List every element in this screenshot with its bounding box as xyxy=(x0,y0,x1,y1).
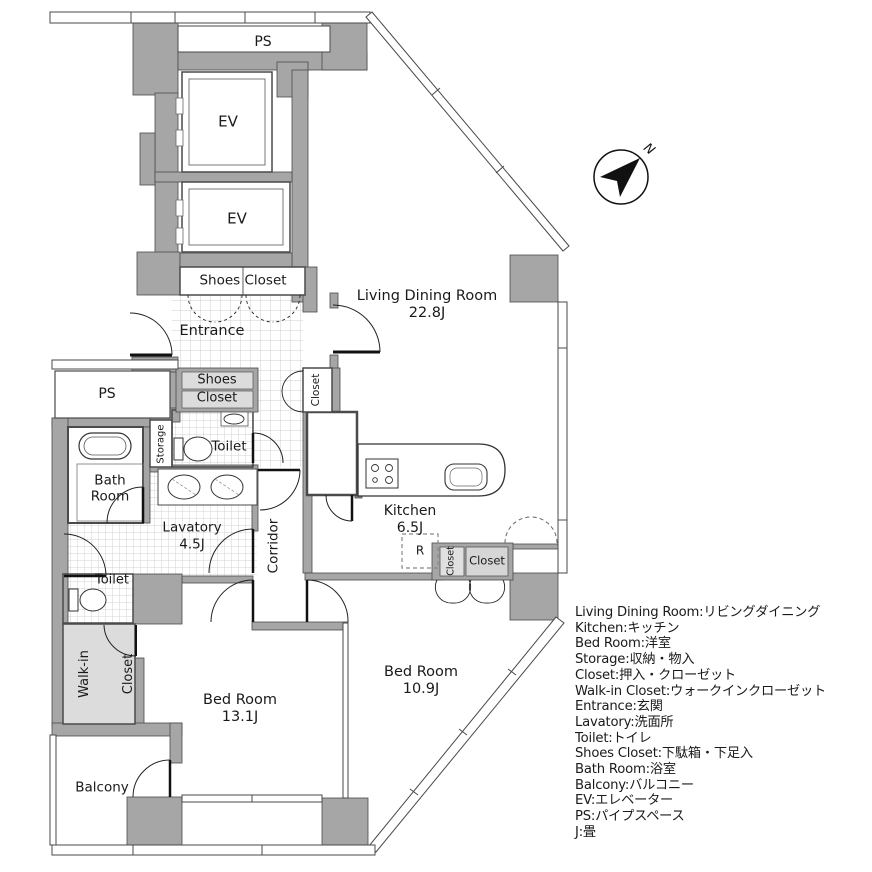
lavatory-door xyxy=(208,528,255,574)
label-refrigerator: R xyxy=(415,543,425,558)
walkin-closet-room xyxy=(62,623,136,725)
doors xyxy=(63,294,558,798)
label-ev-upper: EV xyxy=(218,112,238,131)
label-entrance-closet: Closet xyxy=(310,373,323,407)
top-rail xyxy=(49,11,371,24)
stove-icon xyxy=(365,458,399,489)
upper-diagonal-window xyxy=(365,11,570,252)
label-bed-main: Bed Room xyxy=(203,691,277,708)
label-toilet-upper: Toilet xyxy=(211,438,247,455)
bedroom-main-door xyxy=(210,579,255,623)
walkin-closet-door xyxy=(103,624,137,657)
compass xyxy=(593,149,649,205)
label-corridor: Corridor xyxy=(265,518,282,574)
toilet-upper-door xyxy=(251,432,284,464)
legend-item: Balcony:バルコニー xyxy=(575,777,694,793)
pantry-door xyxy=(325,494,354,522)
label-bath-2: Room xyxy=(90,488,130,505)
legend-item: Walk-in Closet:ウォークインクローゼット xyxy=(575,683,826,699)
kitchen-sink xyxy=(444,463,488,491)
kitchen-counter xyxy=(357,443,506,497)
rooms xyxy=(54,25,509,725)
walkin-line2: Closet xyxy=(120,653,136,695)
shoes-closet-upper-doors xyxy=(187,294,301,323)
label-ps-left: PS xyxy=(98,386,116,403)
toilet-upper-fixture xyxy=(173,411,249,462)
legend-item: EV:エレベーター xyxy=(575,793,674,809)
label-ev-lower: EV xyxy=(227,209,247,228)
legend-item: Bed Room:洋室 xyxy=(575,636,671,652)
bath-room xyxy=(67,426,144,524)
bedroom-partition-wall xyxy=(342,622,349,799)
legend-item: Storage:収納・物入 xyxy=(575,652,695,668)
toilet-lower-fixture xyxy=(68,588,107,612)
ps-top-room xyxy=(177,25,331,53)
kitchen-closets xyxy=(439,546,509,577)
label-ps-top: PS xyxy=(254,34,272,51)
legend-item: Living Dining Room:リビングダイニング xyxy=(575,605,821,620)
corridor-door xyxy=(258,468,301,511)
label-kitchen-closet-small: Closet xyxy=(445,546,457,576)
label-bed-second-size: 10.9J xyxy=(402,680,440,697)
ev-lower-shaft xyxy=(175,181,291,253)
legend-item: Shoes Closet:下駄箱・下足入 xyxy=(575,746,753,762)
label-living-dining: Living Dining Room xyxy=(356,287,498,304)
bedroom-second-door xyxy=(305,579,349,623)
legend-item: Kitchen:キッチン xyxy=(575,620,680,636)
west-wall-double-line xyxy=(51,359,179,370)
pantry-room xyxy=(305,410,359,497)
shoes-closet-upper-room xyxy=(179,266,306,296)
kitchen-closet-doors xyxy=(434,579,506,604)
label-kitchen-closet: Closet xyxy=(469,553,505,568)
toilet-lower-door xyxy=(63,533,107,578)
label-lavatory: Lavatory xyxy=(162,519,222,536)
ps-left-room xyxy=(54,370,171,419)
label-shoes-closet-lower-1: Shoes xyxy=(197,372,237,388)
legend: Living Dining Room:リビングダイニング Kitchen:キッチ… xyxy=(575,605,870,841)
entrance-closet-room xyxy=(302,367,333,413)
windows-rails xyxy=(49,11,570,856)
label-shoes-closet-upper: Shoes Closet xyxy=(199,272,287,289)
fixtures xyxy=(68,411,506,612)
shoes-closet-lower-room xyxy=(175,367,259,413)
entrance-closet-doors xyxy=(281,370,304,413)
living-dining-door xyxy=(332,304,381,354)
legend-item: Bath Room:浴室 xyxy=(575,762,676,778)
legend-item: Lavatory:洗面所 xyxy=(575,714,674,730)
label-bed-second: Bed Room xyxy=(384,663,458,680)
label-entrance: Entrance xyxy=(179,322,245,339)
legend-item: Toilet:トイレ xyxy=(575,730,652,746)
label-shoes-closet-lower-2: Closet xyxy=(196,390,238,406)
label-bed-main-size: 13.1J xyxy=(221,708,259,725)
bath-door xyxy=(106,486,145,524)
ev-upper-shaft xyxy=(175,71,273,173)
balcony-left-rail xyxy=(49,734,57,846)
label-bath-1: Bath xyxy=(94,472,126,489)
dashed-partition-doors xyxy=(504,516,558,544)
refrigerator-space xyxy=(401,533,439,569)
entry-door xyxy=(129,312,173,357)
label-walkin-closet: Walk-in Closet xyxy=(49,650,151,698)
compass-arrow xyxy=(600,158,640,197)
label-lavatory-size: 4.5J xyxy=(179,536,205,553)
walkin-line1: Walk-in xyxy=(77,650,93,698)
lavatory-counter xyxy=(157,468,258,506)
label-living-dining-size: 22.8J xyxy=(408,304,446,321)
label-kitchen-size: 6.5J xyxy=(396,520,424,537)
label-balcony: Balcony xyxy=(75,779,129,796)
label-storage: Storage xyxy=(155,424,167,464)
legend-item: J:畳 xyxy=(575,824,596,840)
bottom-rail xyxy=(51,844,376,856)
label-kitchen: Kitchen xyxy=(383,503,437,520)
legend-item: PS:パイプスペース xyxy=(575,809,685,825)
legend-item: Closet:押入・クローゼット xyxy=(575,667,737,683)
legend-item: Entrance:玄関 xyxy=(575,699,663,715)
toilet-lower-room xyxy=(62,573,134,624)
east-window xyxy=(557,301,568,574)
label-toilet-lower: Toilet xyxy=(94,572,130,588)
balcony-door xyxy=(132,759,172,798)
